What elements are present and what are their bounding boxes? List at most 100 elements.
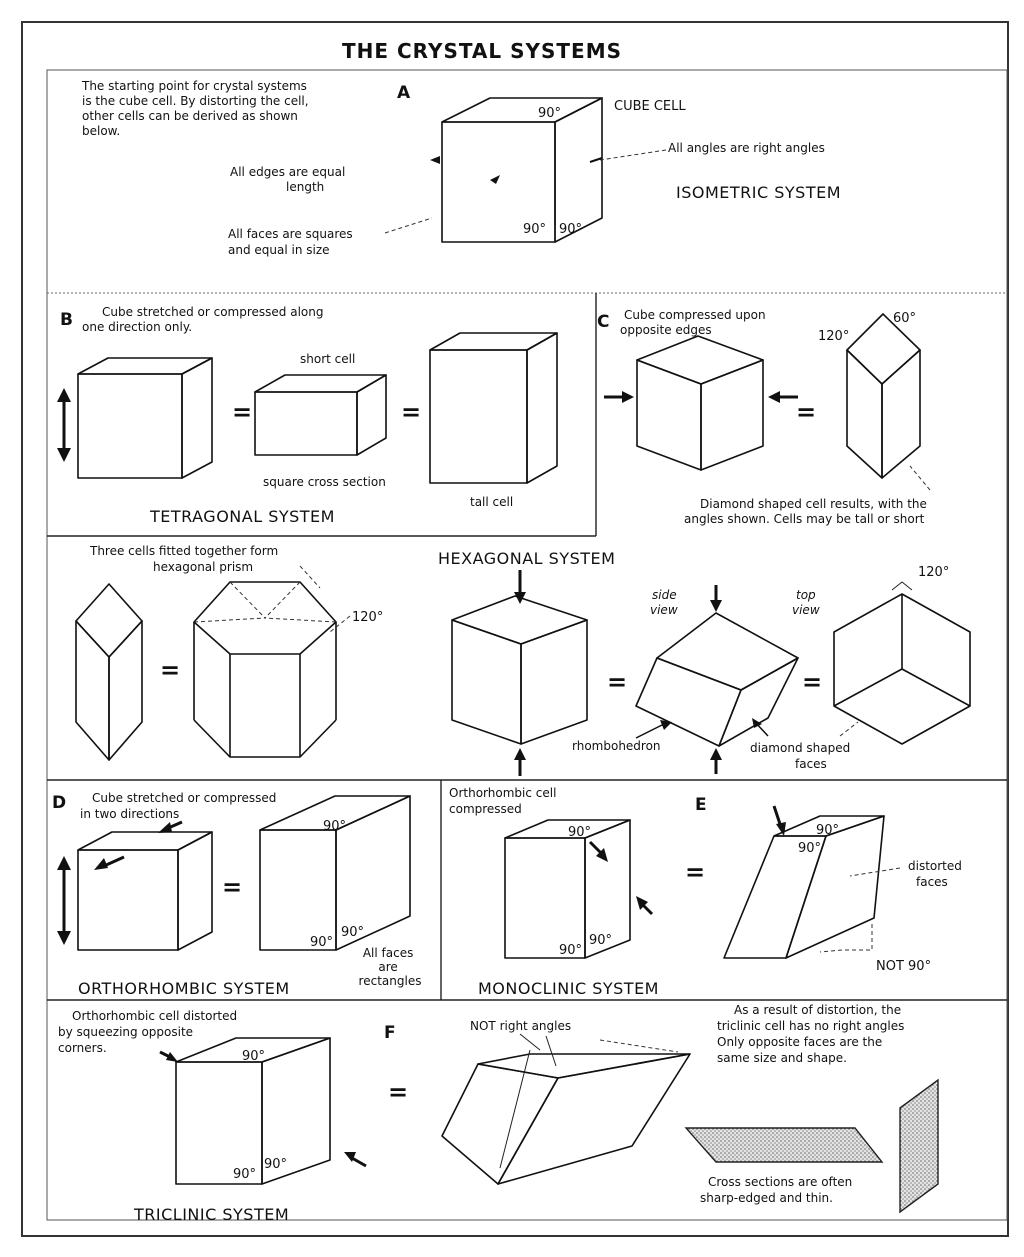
f-dashed-top <box>599 1039 679 1053</box>
c-equals: = <box>796 398 816 426</box>
c-intro: Cube compressed upon opposite edges <box>620 308 769 337</box>
f-orthorhombic-shape <box>175 1037 331 1185</box>
d-face-arrow-icon <box>94 855 125 870</box>
e-orthorhombic-shape <box>504 819 631 959</box>
rhombo-pointer-icon <box>660 720 672 730</box>
triclinic-system-label: TRICLINIC SYSTEM <box>133 1205 289 1224</box>
hex-equals-1: = <box>160 656 180 684</box>
e-angle-top: 90° <box>568 825 591 840</box>
f-angle-br: 90° <box>264 1157 287 1172</box>
hex-cube-shape <box>451 595 588 745</box>
e-angle-mid2: 90° <box>798 841 821 856</box>
section-c: C Cube compressed upon opposite edges = … <box>597 308 931 526</box>
top-angle-mark <box>891 581 913 591</box>
d-double-arrow-icon <box>57 856 71 945</box>
d-angle-br: 90° <box>341 925 364 940</box>
letter-a: A <box>397 83 411 103</box>
diamond-faces-label: diamond shaped faces <box>750 741 854 771</box>
orthorhombic-system-label: ORTHORHOMBIC SYSTEM <box>78 979 290 998</box>
a-faces-note: All faces are squares and equal in size <box>228 227 357 257</box>
hex-angle-leader <box>329 615 351 633</box>
c-angle-60: 60° <box>893 311 916 326</box>
a-angles-note: All angles are right angles <box>668 141 825 155</box>
f-angle-bl: 90° <box>233 1167 256 1182</box>
d-equals: = <box>222 873 242 901</box>
letter-e: E <box>695 795 707 815</box>
section-d: D Cube stretched or compressed in two di… <box>52 791 421 998</box>
letter-f: F <box>384 1023 396 1043</box>
f-left-arrow-icon <box>159 1050 178 1062</box>
monoclinic-system-label: MONOCLINIC SYSTEM <box>478 979 659 998</box>
short-cell-shape <box>254 374 387 456</box>
d-cube-shape <box>77 831 213 951</box>
e-angle-br: 90° <box>589 933 612 948</box>
square-cross-section-label: square cross section <box>263 475 386 489</box>
b-equals-2: = <box>401 398 421 426</box>
not-90-label: NOT 90° <box>876 959 931 974</box>
a-angle-br: 90° <box>559 222 582 237</box>
a-angle-tick <box>589 157 603 163</box>
section-hexagonal: Three cells fitted together form hexagon… <box>75 544 971 776</box>
c-cube-shape <box>636 335 764 471</box>
d-top-arrow-icon <box>158 820 183 833</box>
hex-equals-3: = <box>802 668 822 696</box>
e-not90-leader <box>819 924 873 953</box>
thin-cross-section-horizontal <box>684 1127 884 1163</box>
a-angle-bl: 90° <box>523 222 546 237</box>
letter-c: C <box>597 312 609 332</box>
f-not-right-leaders <box>499 1033 557 1169</box>
cube-cell-label: CUBE CELL <box>614 99 686 114</box>
e-angle-top2: 90° <box>816 823 839 838</box>
b-intro: Cube stretched or compressed along one d… <box>82 305 327 334</box>
inner-frame <box>46 69 1008 1221</box>
hex-intro: Three cells fitted together form hexagon… <box>89 544 282 574</box>
f-angle-top: 90° <box>242 1049 265 1064</box>
hex-prism-angle: 120° <box>352 610 383 625</box>
thin-cross-section-vertical <box>899 1078 939 1214</box>
c-angle-120: 120° <box>818 329 849 344</box>
f-right-arrow-icon <box>344 1152 367 1168</box>
section-b: B Cube stretched or compressed along one… <box>57 305 558 526</box>
a-angle-top: 90° <box>538 106 561 121</box>
e-distorted-leader <box>849 867 901 877</box>
hex-prism-leader <box>299 565 321 589</box>
hex-top-arrow-icon <box>514 570 526 604</box>
diamond-faces-pointer-icon <box>752 718 762 728</box>
e-angle-bl: 90° <box>559 943 582 958</box>
diamond-cell-shape <box>846 313 921 479</box>
tall-cell-shape <box>429 332 558 484</box>
top-view-angle: 120° <box>918 565 949 580</box>
top-view-label: top view <box>792 588 820 617</box>
d-angle-bl: 90° <box>310 935 333 950</box>
b-cube-shape <box>77 357 213 479</box>
hex-bottom-arrow-icon <box>514 748 526 776</box>
letter-d: D <box>52 793 66 813</box>
c-left-arrow-icon <box>604 391 634 403</box>
a-faces-leader <box>384 217 433 234</box>
d-intro: Cube stretched or compressed in two dire… <box>80 791 280 821</box>
rhombohedron-shape <box>635 612 799 747</box>
a-face-arrow-icon <box>490 175 500 184</box>
hexagonal-system-label: HEXAGONAL SYSTEM <box>438 549 615 568</box>
f-intro: Orthorhombic cell distorted by squeezing… <box>58 1009 241 1055</box>
e-up-arrow-icon <box>636 896 654 916</box>
page-title: THE CRYSTAL SYSTEMS <box>342 39 622 63</box>
hexagonal-prism-shape <box>193 581 337 758</box>
b-equals-1: = <box>232 398 252 426</box>
isometric-system-label: ISOMETRIC SYSTEM <box>676 183 841 202</box>
outer-frame <box>21 21 1009 1237</box>
b-double-arrow-icon <box>57 388 71 462</box>
side-bottom-arrow-icon <box>710 748 722 774</box>
d-angle-top: 90° <box>323 819 346 834</box>
top-view-hexagon-shape <box>833 593 971 745</box>
f-result: As a result of distortion, the triclinic… <box>717 1003 908 1065</box>
section-a: A The starting point for crystal systems… <box>81 79 841 257</box>
side-top-arrow-icon <box>710 585 722 612</box>
top-view-leader <box>839 721 859 737</box>
side-view-label: side view <box>650 588 680 617</box>
rhombo-leader <box>635 723 665 739</box>
cube-cell-shape <box>441 97 603 243</box>
hex-equals-2: = <box>607 668 627 696</box>
not-right-angles-label: NOT right angles <box>470 1019 571 1033</box>
